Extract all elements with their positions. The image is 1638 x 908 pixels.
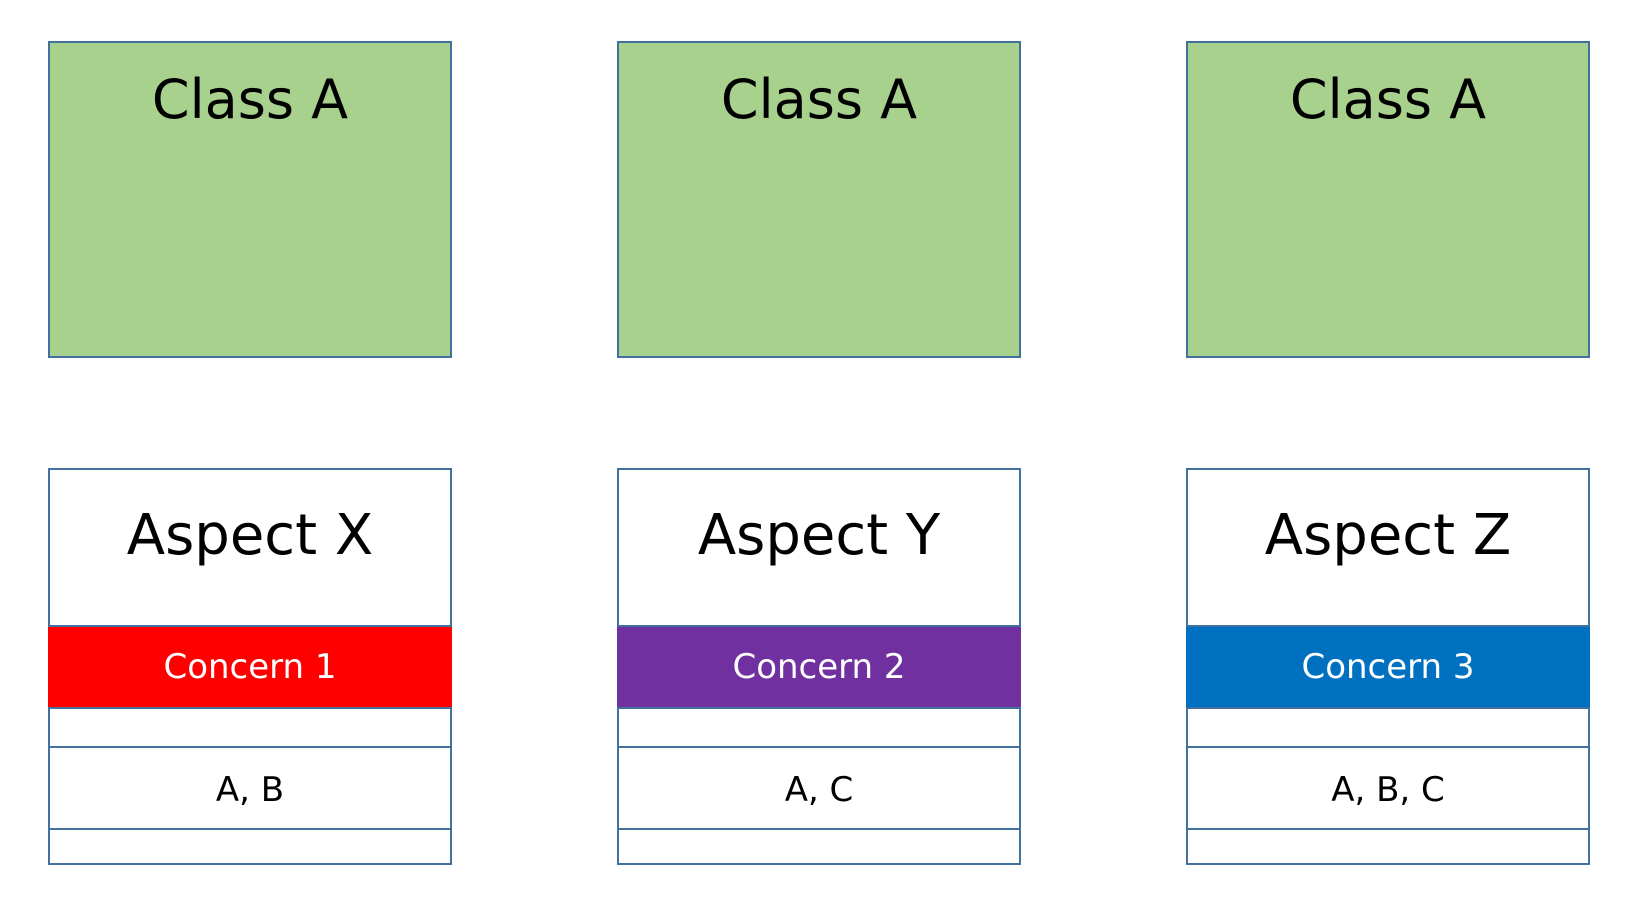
- row-divider: [619, 828, 1019, 830]
- row-divider: [1188, 828, 1588, 830]
- concern-label: Concern 2: [732, 647, 906, 687]
- class-title: Class A: [720, 68, 918, 131]
- class-title: Class A: [1289, 68, 1487, 131]
- row-divider: [619, 746, 1019, 748]
- row-divider: [50, 746, 450, 748]
- aspect-title: Aspect X: [126, 503, 374, 568]
- concern-label: Concern 1: [163, 647, 337, 687]
- row-divider: [50, 828, 450, 830]
- class-box-3: Class A: [1186, 41, 1590, 358]
- aspect-targets: A, B: [215, 770, 285, 810]
- aspect-targets: A, B, C: [1331, 770, 1445, 810]
- row-divider: [1188, 746, 1588, 748]
- aspect-box-x: Aspect X Concern 1 A, B: [48, 468, 452, 865]
- concern-label: Concern 3: [1301, 647, 1475, 687]
- concern-bar: Concern 1: [48, 625, 452, 709]
- aspect-title: Aspect Y: [697, 503, 941, 568]
- aspect-box-z: Aspect Z Concern 3 A, B, C: [1186, 468, 1590, 865]
- aspect-targets: A, C: [784, 770, 854, 810]
- class-title: Class A: [151, 68, 349, 131]
- concern-bar: Concern 2: [617, 625, 1021, 709]
- concern-bar: Concern 3: [1186, 625, 1590, 709]
- class-box-2: Class A: [617, 41, 1021, 358]
- aspect-box-y: Aspect Y Concern 2 A, C: [617, 468, 1021, 865]
- aspect-title: Aspect Z: [1264, 503, 1512, 568]
- class-box-1: Class A: [48, 41, 452, 358]
